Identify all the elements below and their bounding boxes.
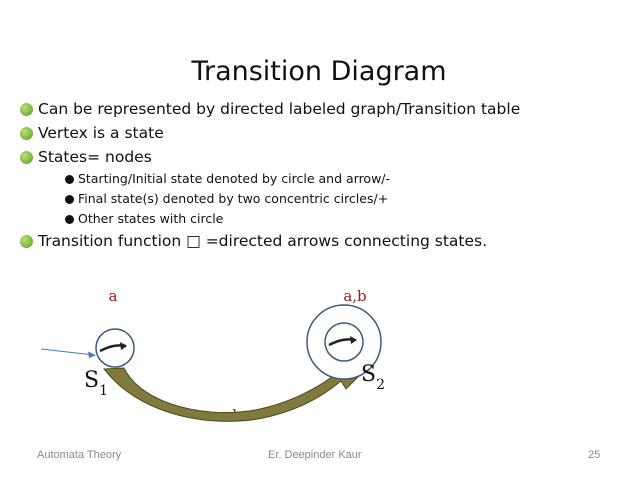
footer-course: Automata Theory	[37, 449, 122, 461]
footer-page-number: 25	[588, 449, 601, 461]
bullet-dot-icon	[20, 150, 33, 164]
state-s1-circle	[95, 328, 135, 368]
sub-bullet-text: Starting/Initial state denoted by circle…	[78, 171, 391, 186]
state-s2-inner-circle	[324, 322, 364, 362]
state-s2-label: S2	[361, 362, 385, 393]
sub-bullet-dot-icon	[65, 214, 74, 224]
sub-bullet-dot-icon	[65, 194, 74, 204]
bullet-item: Vertex is a state	[20, 121, 520, 145]
bullet-list: Can be represented by directed labeled g…	[20, 97, 520, 253]
transition-arrow-s1-s2	[103, 365, 361, 422]
start-arrow-line	[40, 348, 95, 356]
sub-bullet-item: Other states with circle	[20, 209, 520, 229]
transition-label-ab: a,b	[343, 287, 366, 305]
sub-bullet-item: Final state(s) denoted by two concentric…	[20, 189, 520, 209]
bullet-item: Transition function □ =directed arrows c…	[20, 229, 520, 253]
self-loop-ab-arrowhead-icon	[350, 336, 357, 344]
footer-author: Er. Deepinder Kaur	[268, 449, 362, 461]
bullet-text: Transition function □ =directed arrows c…	[38, 232, 488, 250]
bullet-item: Can be represented by directed labeled g…	[20, 97, 520, 121]
transition-diagram: a a,b b S1 S2	[40, 287, 385, 424]
bullet-dot-icon	[20, 234, 33, 248]
state-s1-label: S1	[84, 368, 108, 399]
start-arrowhead-icon	[88, 351, 96, 358]
sub-bullet-item: Starting/Initial state denoted by circle…	[20, 169, 520, 189]
bullet-item: States= nodes	[20, 145, 520, 169]
transition-label-a: a	[109, 287, 118, 305]
sub-bullet-dot-icon	[65, 174, 74, 184]
sub-bullet-text: Final state(s) denoted by two concentric…	[78, 191, 389, 206]
bullet-text: Vertex is a state	[38, 124, 164, 142]
bullet-dot-icon	[20, 102, 33, 116]
bullet-dot-icon	[20, 126, 33, 140]
bullet-text: Can be represented by directed labeled g…	[38, 100, 521, 118]
sub-bullet-text: Other states with circle	[78, 211, 224, 226]
slide-title: Transition Diagram	[191, 56, 447, 87]
self-loop-a-arrowhead-icon	[120, 342, 127, 350]
bullet-text: States= nodes	[38, 148, 152, 166]
